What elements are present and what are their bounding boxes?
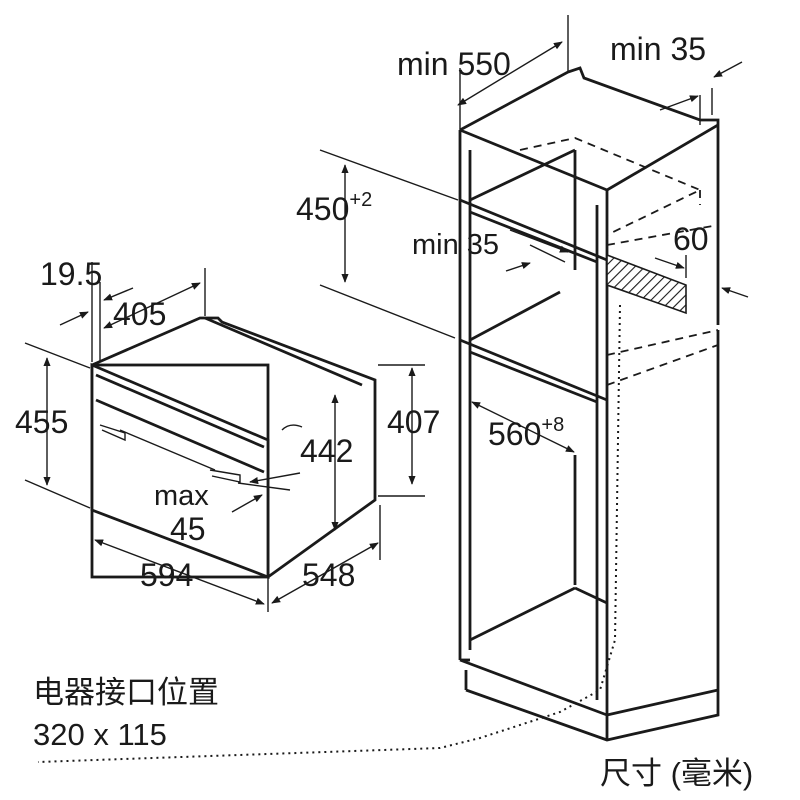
label-vent-opening: 60	[673, 221, 709, 257]
label-oven-depth: 405	[113, 296, 166, 332]
label-door-gap-max: max	[154, 480, 209, 512]
label-oven-body-height: 407	[387, 404, 440, 440]
label-tall-unit-depth: min 550	[397, 46, 511, 82]
niche-height-base: 450	[296, 191, 349, 227]
niche-width-tolerance: +8	[541, 414, 564, 436]
label-niche-height: 450+2	[296, 189, 372, 227]
niche-height-tolerance: +2	[349, 189, 372, 211]
label-shelf-gap: min 35	[412, 229, 499, 261]
label-panel-offset: 19.5	[40, 256, 102, 292]
units-note: 尺寸 (毫米)	[600, 756, 753, 791]
cabinet-dimensions	[319, 15, 749, 453]
label-oven-width: 594	[140, 557, 193, 593]
label-oven-body-depth: 548	[302, 557, 355, 593]
oven-dimensions	[24, 262, 425, 612]
label-oven-front-height: 455	[15, 404, 68, 440]
label-door-gap-value: 45	[170, 511, 206, 547]
connection-size: 320 x 115	[33, 717, 167, 752]
connection-title: 电器接口位置	[33, 675, 219, 710]
niche-width-base: 560	[488, 416, 541, 452]
label-niche-width: 560+8	[488, 414, 564, 452]
label-oven-inner-height: 442	[300, 433, 353, 469]
label-rear-gap: min 35	[610, 31, 706, 67]
